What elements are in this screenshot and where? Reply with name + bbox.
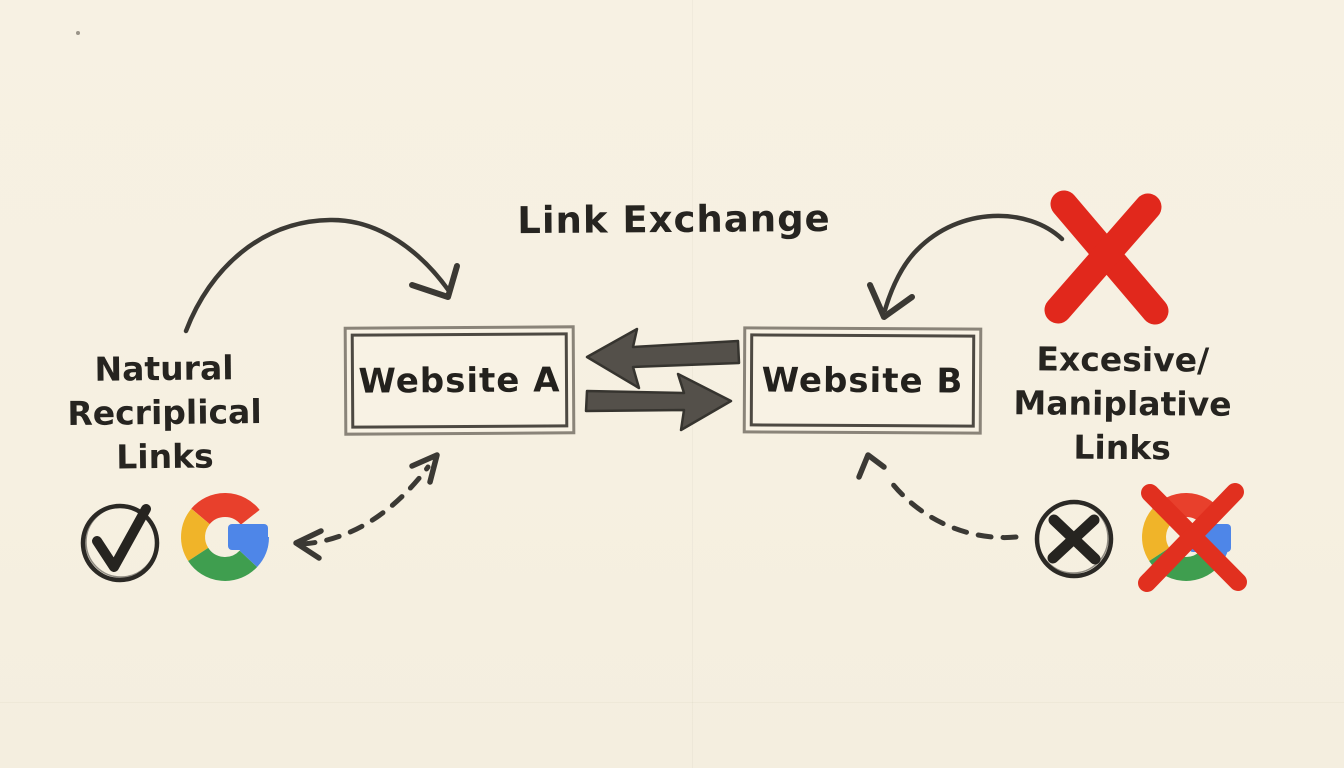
diagram-title: Link Exchange <box>517 196 831 243</box>
left-annotation-line-3: Links <box>116 436 214 477</box>
check-circle-icon <box>80 503 160 583</box>
x-circle-icon <box>1034 499 1114 579</box>
paper-texture-line <box>0 702 1344 703</box>
paper-speck <box>76 31 80 35</box>
website-a-box: Website A <box>343 325 576 436</box>
website-b-label: Website B <box>761 359 964 402</box>
dashed-arrow-left <box>293 452 440 561</box>
right-annotation-line-2: Maniplative <box>1013 383 1232 424</box>
right-annotation: Excesive/ Maniplative Links <box>1005 337 1241 471</box>
arrow-right-icon <box>584 372 733 432</box>
left-annotation-line-2: Recriplical <box>67 391 262 434</box>
dashed-arrow-right <box>856 452 1019 541</box>
website-a-label: Website A <box>358 359 561 402</box>
curved-arrow-to-website-b <box>867 213 1065 320</box>
right-annotation-line-1: Excesive/ <box>1036 339 1210 380</box>
google-logo-crossed-icon <box>1138 483 1247 592</box>
website-b-box: Website B <box>742 326 983 435</box>
arrow-left-icon <box>585 327 741 390</box>
left-annotation-line-1: Natural <box>94 348 234 389</box>
website-a-box-inner: Website A <box>350 332 569 429</box>
curved-arrow-to-website-a <box>183 217 460 334</box>
red-x-icon <box>1044 190 1169 325</box>
right-annotation-line-3: Links <box>1073 427 1172 468</box>
website-b-box-inner: Website B <box>749 333 976 428</box>
left-annotation: Natural Recriplical Links <box>51 346 277 480</box>
google-logo-icon <box>181 493 269 581</box>
